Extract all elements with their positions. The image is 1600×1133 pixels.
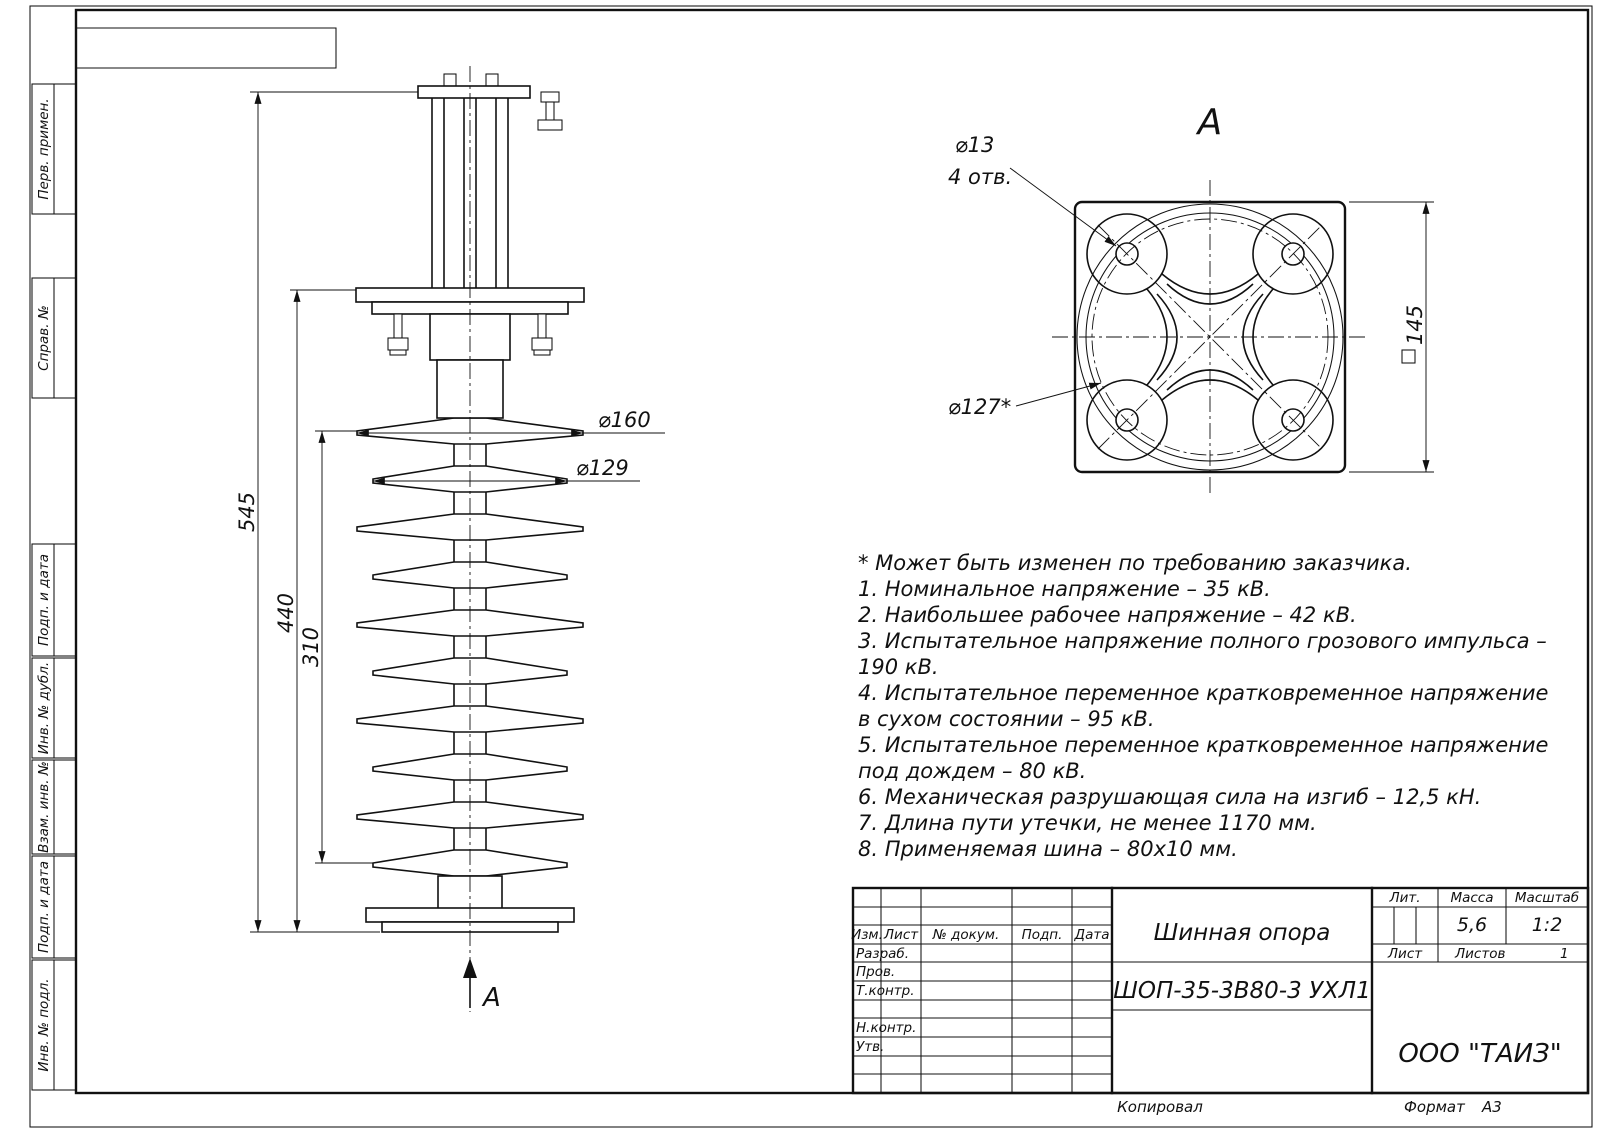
- note-line: 3. Испытательное напряжение полного гроз…: [858, 629, 1547, 653]
- note-line: в сухом состоянии – 95 кВ.: [858, 707, 1155, 731]
- note-line: 6. Механическая разрушающая сила на изги…: [858, 785, 1481, 809]
- view-a-centerlines: [1052, 180, 1368, 495]
- note-line: 4. Испытательное переменное кратковремен…: [858, 681, 1548, 705]
- dim-d160-label: ⌀160: [598, 408, 651, 432]
- listov-label: Листов: [1454, 946, 1505, 962]
- dim-310: 310: [299, 430, 373, 864]
- company-name: ООО "ТАИЗ": [1398, 1039, 1561, 1069]
- kopiroval-label: Копировал: [1117, 1098, 1203, 1116]
- header-izm: Изм.: [851, 927, 883, 943]
- note-line: 190 кВ.: [858, 655, 939, 679]
- row-razrab: Разраб.: [856, 946, 909, 962]
- header-list: Лист: [883, 927, 919, 943]
- dim-d127-label: ⌀127*: [948, 395, 1011, 419]
- note-line: 2. Наибольшее рабочее напряжение – 42 кВ…: [858, 603, 1357, 627]
- dim-310-label: 310: [299, 627, 323, 667]
- callout-d13: ⌀13 4 отв.: [948, 133, 1117, 247]
- front-view: 545 440 310 ⌀160 ⌀129: [235, 66, 665, 1013]
- section-letter: А: [481, 983, 501, 1013]
- strip-label-sprav-no: Справ. №: [36, 305, 52, 371]
- document-cell: Шинная опора ШОП-35-3В80-3 УХЛ1: [1112, 920, 1372, 1011]
- dim-145: 145: [1349, 201, 1434, 473]
- strip-label-inv-podl: Инв. № подл.: [36, 978, 52, 1071]
- callout-d127: ⌀127*: [948, 382, 1102, 419]
- dim-145-label: 145: [1403, 305, 1427, 345]
- dim-d160: ⌀160: [357, 408, 665, 437]
- masshtab-label: Масштаб: [1515, 890, 1579, 906]
- dim-holes-label: 4 отв.: [948, 165, 1012, 189]
- listov-value: 1: [1560, 946, 1569, 962]
- view-a: А: [948, 102, 1434, 495]
- format-value: А3: [1481, 1098, 1502, 1116]
- strip-label-inv-dubl: Инв. № дубл.: [36, 662, 52, 754]
- right-cells: Лит. Масса Масштаб 5,6 1:2 Лист Листов 1…: [1372, 888, 1588, 1069]
- header-data: Дата: [1074, 927, 1110, 943]
- strip-label-podp-data-2: Подп. и дата: [36, 861, 52, 953]
- note-line: 1. Номинальное напряжение – 35 кВ.: [858, 577, 1271, 601]
- square-symbol: [1401, 349, 1416, 364]
- row-t-kontr: Т.контр.: [856, 983, 915, 999]
- below-frame-labels: Копировал Формат А3: [1117, 1098, 1502, 1116]
- note-line: * Может быть изменен по требованию заказ…: [858, 551, 1412, 575]
- note-line: 7. Длина пути утечки, не менее 1170 мм.: [858, 811, 1317, 835]
- section-arrowhead: [463, 958, 477, 978]
- note-line: 8. Применяемая шина – 80x10 мм.: [858, 837, 1238, 861]
- dim-440: 440: [274, 289, 356, 932]
- massa-label: Масса: [1450, 890, 1493, 906]
- strip-label-podp-data-1: Подп. и дата: [36, 554, 52, 646]
- left-border-strips: Перв. примен. Справ. № Подп. и дата Инв.…: [31, 83, 77, 1091]
- view-a-title: А: [1196, 102, 1223, 143]
- masshtab-value: 1:2: [1532, 914, 1563, 936]
- strip-label-vzam-inv: Взам. инв. №: [36, 761, 52, 853]
- title-block: Изм. Лист № докум. Подп. Дата Разраб. Пр…: [851, 886, 1590, 1095]
- doc-code: ШОП-35-3В80-3 УХЛ1: [1113, 978, 1370, 1004]
- dim-440-label: 440: [274, 593, 298, 633]
- technical-notes: * Может быть изменен по требованию заказ…: [858, 551, 1548, 861]
- row-utv: Утв.: [856, 1039, 884, 1055]
- massa-value: 5,6: [1457, 914, 1487, 936]
- list-label: Лист: [1387, 946, 1423, 962]
- dim-d13-label: ⌀13: [955, 133, 994, 157]
- dim-d129: ⌀129: [373, 456, 640, 485]
- doc-name: Шинная опора: [1154, 920, 1331, 946]
- dim-d129-label: ⌀129: [576, 456, 629, 480]
- corner-designation-box: [76, 27, 337, 69]
- row-n-kontr: Н.контр.: [856, 1020, 916, 1036]
- lit-label: Лит.: [1388, 890, 1420, 906]
- section-arrow: А: [463, 958, 501, 1013]
- header-podp: Подп.: [1022, 927, 1063, 943]
- dim-545: 545: [235, 91, 418, 933]
- note-line: 5. Испытательное переменное кратковремен…: [858, 733, 1548, 757]
- format-label: Формат: [1404, 1098, 1466, 1116]
- note-line: под дождем – 80 кВ.: [858, 759, 1086, 783]
- revision-table: Изм. Лист № докум. Подп. Дата Разраб. Пр…: [851, 888, 1112, 1093]
- strip-label-perv-primen: Перв. примен.: [36, 98, 52, 199]
- dim-545-label: 545: [235, 492, 259, 532]
- row-prov: Пров.: [856, 964, 895, 980]
- header-n-dokum: № докум.: [932, 927, 1000, 943]
